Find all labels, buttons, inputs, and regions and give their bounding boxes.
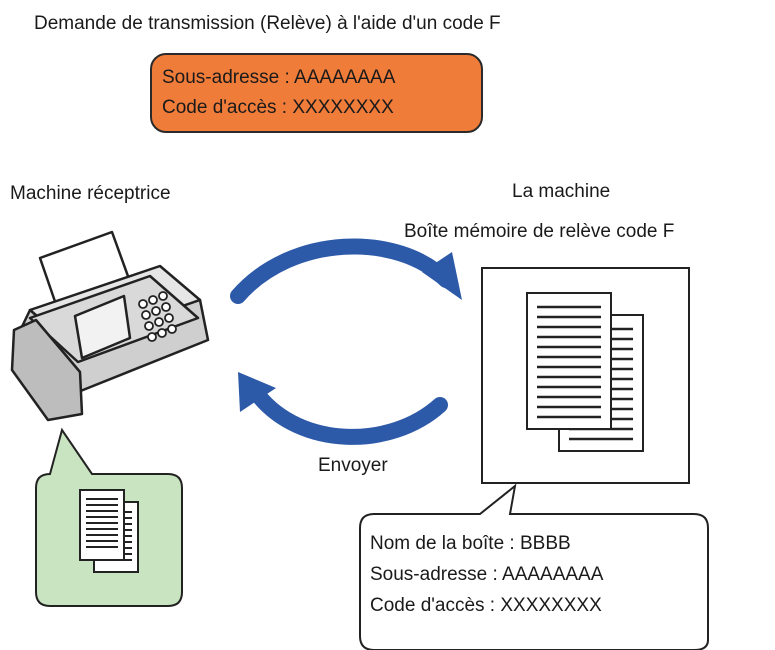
this-machine-label: La machine [512,181,611,202]
box-subaddress: Sous-adresse : AAAAAAAA [370,564,604,585]
request-subaddress: Sous-adresse : AAAAAAAA [162,67,396,88]
page-title: Demande de transmission (Relève) à l'aid… [34,13,501,34]
document-stack-icon [526,292,644,452]
receiving-machine-label: Machine réceptrice [10,183,171,204]
request-arrowhead [422,252,462,300]
request-info-box: Sous-adresse : AAAAAAAA Code d'accès : X… [150,53,483,133]
send-arrow [250,387,448,445]
polling-memory-box [481,267,690,484]
request-arrow [230,238,454,304]
send-label: Envoyer [318,455,388,476]
box-name: Nom de la boîte : BBBB [370,533,571,554]
fax-machine-icon [10,230,210,422]
document-stack-icon [79,489,139,573]
request-access-code: Code d'accès : XXXXXXXX [162,97,394,118]
box-access-code: Code d'accès : XXXXXXXX [370,595,602,616]
keypad-icon [138,291,177,342]
polling-box-label: Boîte mémoire de relève code F [404,221,675,242]
send-arrowhead [238,372,276,412]
